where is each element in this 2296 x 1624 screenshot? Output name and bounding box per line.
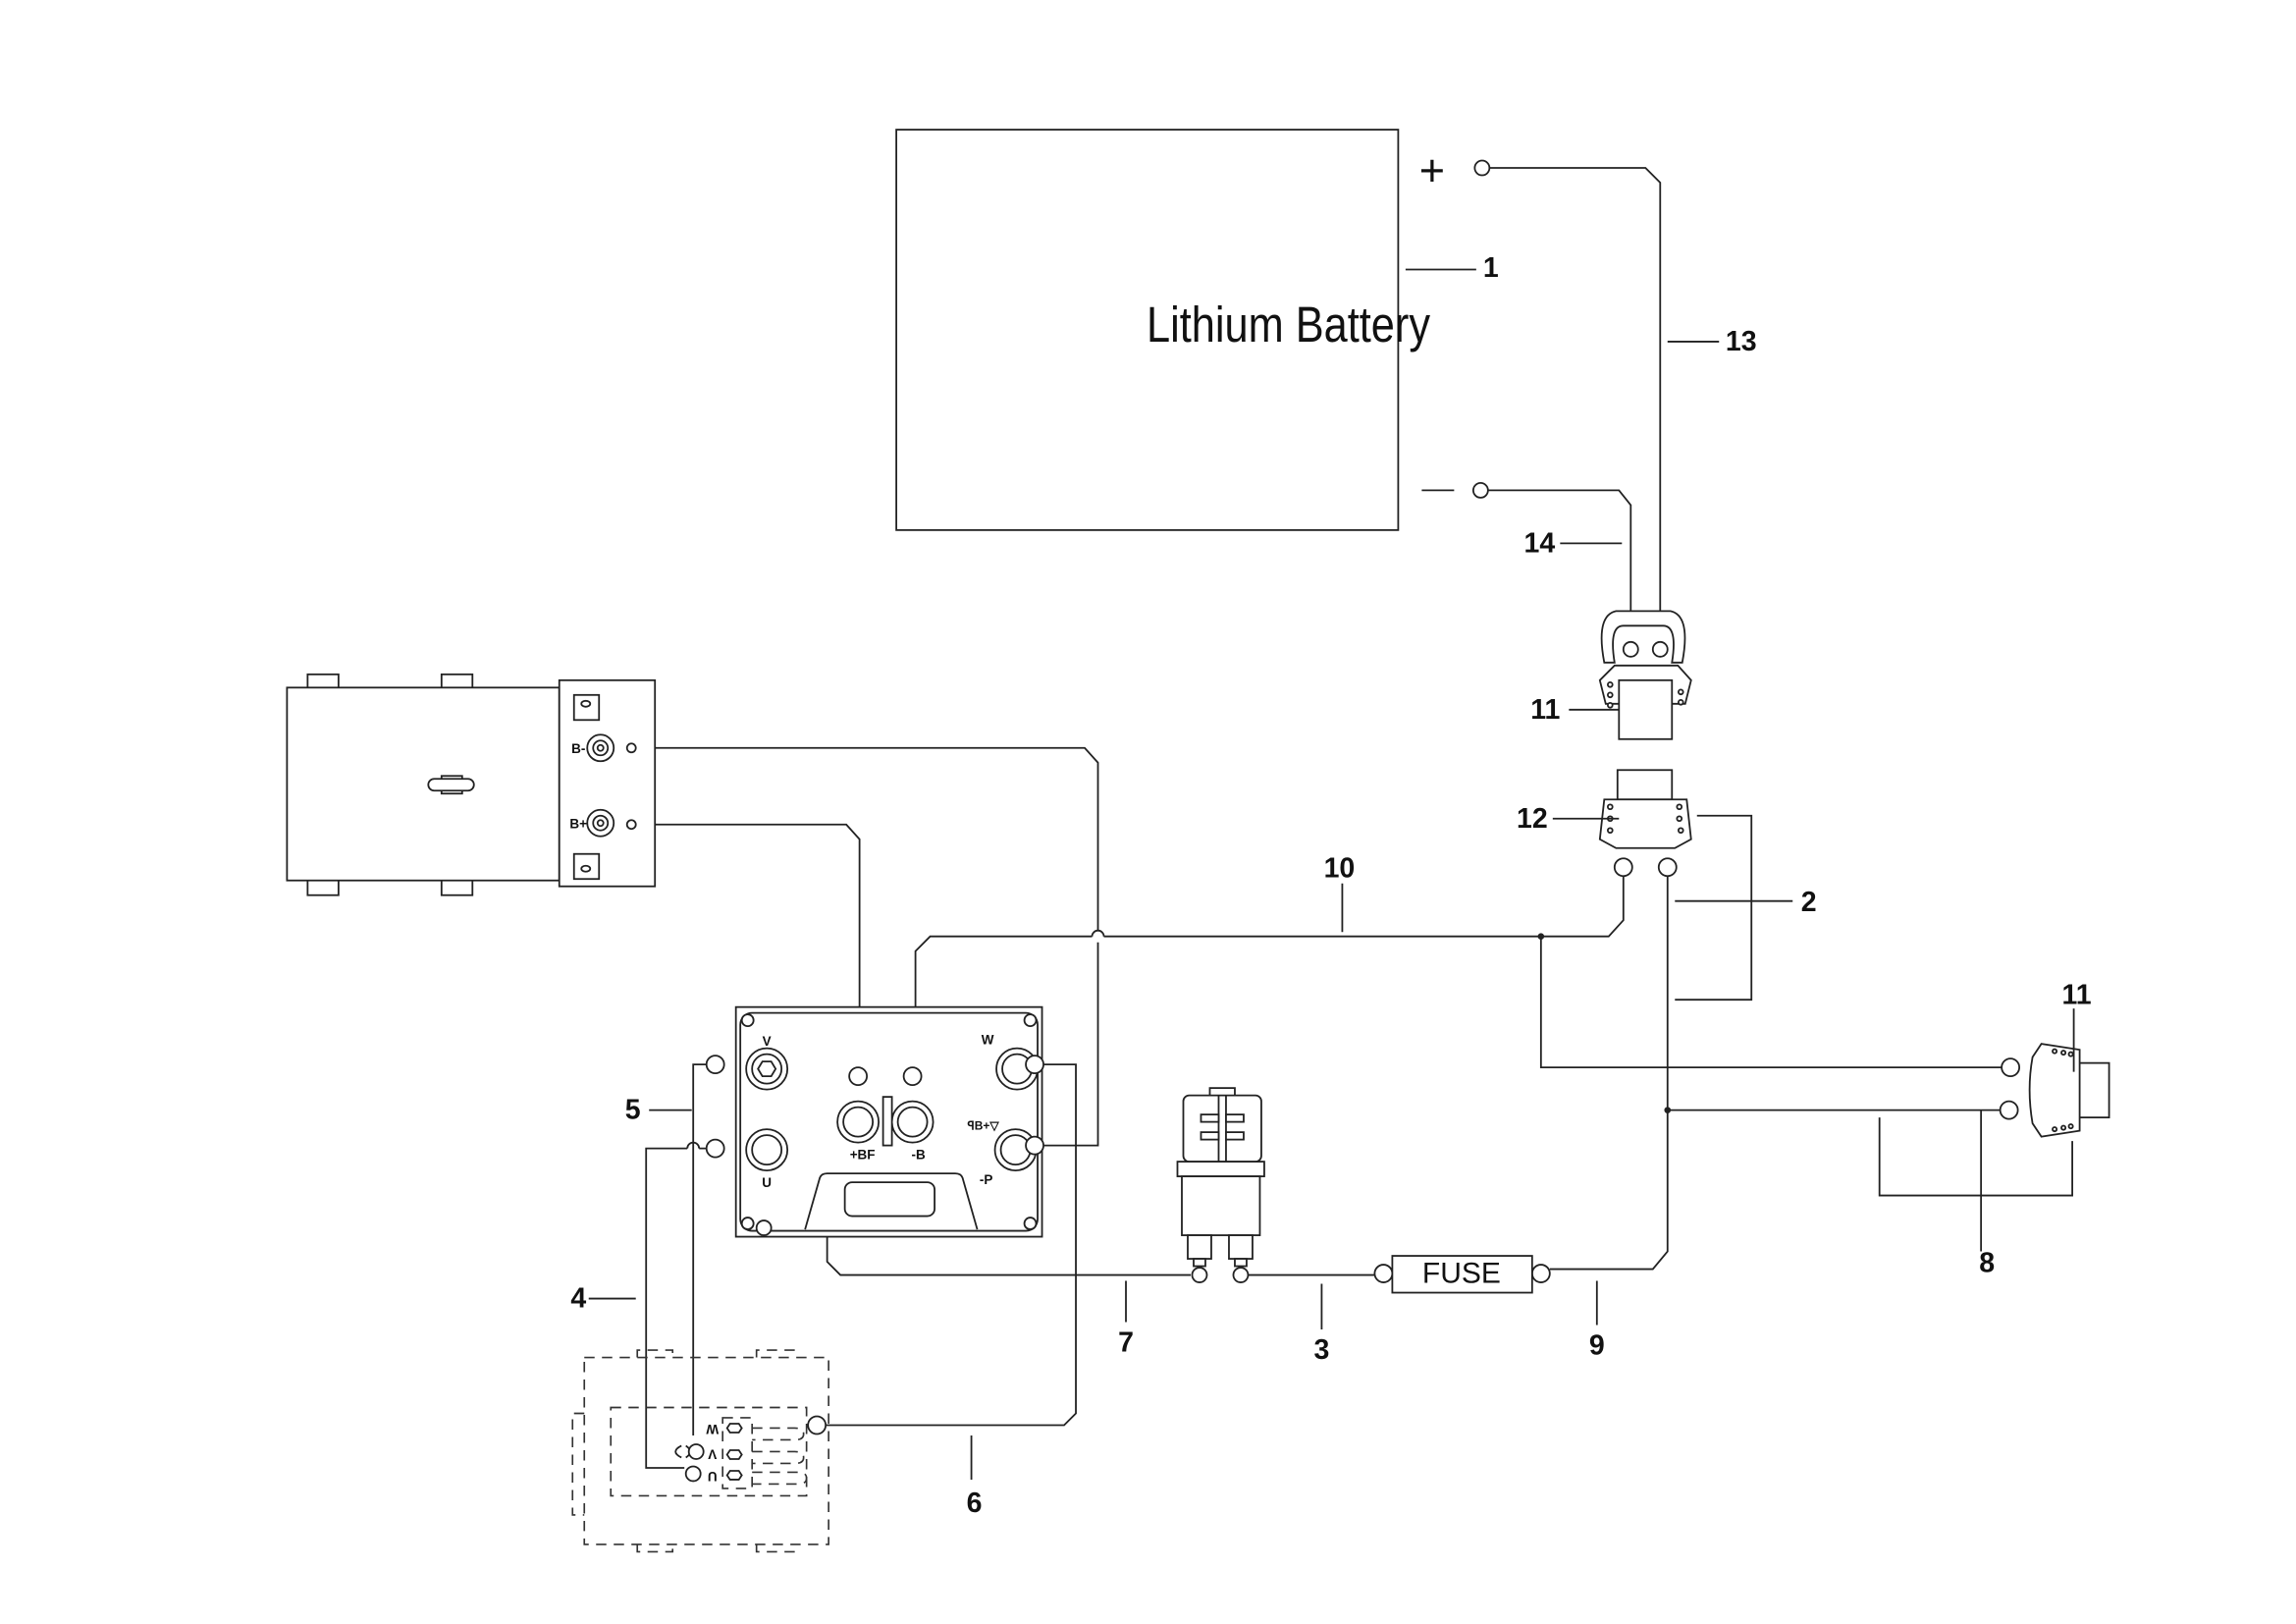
wire-9 [1549,876,1669,1271]
bracket-8 [1878,1117,2073,1197]
callout-10: 10 [1324,853,1356,885]
callout-5: 5 [625,1095,641,1126]
callouts: 1 2 3 4 5 6 7 8 9 10 11 12 13 14 11 [570,252,2091,1519]
callout-9: 9 [1589,1330,1605,1362]
controller-v-label: V [763,1034,772,1049]
controller-bf-plus-label: +BF [850,1148,876,1163]
connector-12 [1598,769,1692,878]
controller-mirrored-mark: ꟼB+▽ [968,1118,1000,1132]
callout-13: 13 [1726,326,1757,357]
wire-4-u [645,1147,707,1469]
controller-p-minus-label: -P [980,1172,992,1187]
battery-minus-terminal [1471,481,1489,499]
callout-3: 3 [1314,1334,1330,1366]
connector-11-battery [1598,610,1692,740]
terminal-v-circle [705,1055,725,1075]
fuse: FUSE [1373,1255,1551,1294]
callout-12: 12 [1517,803,1548,835]
controller-b-minus-label: -B [911,1148,925,1163]
battery-plus-symbol: + [1419,145,1445,195]
contactor [1176,1087,1265,1283]
terminal-b-minus-label: B- [571,741,585,756]
controller-w-label: W [982,1033,994,1048]
wire-2a [1539,936,2002,1069]
callout-1: 1 [1483,252,1499,284]
callout-4: 4 [570,1283,586,1315]
wire-5-v [692,1063,707,1435]
callout-2: 2 [1801,887,1817,918]
controller-u-label: U [762,1175,772,1190]
wire-b-plus [635,823,861,1068]
bracket-2 [1675,814,1753,1001]
lithium-battery: Lithium Battery + [895,129,1491,531]
wires [635,167,2073,1469]
fuse-label: FUSE [1422,1257,1501,1289]
connector-11-charger [1999,1008,2110,1138]
wire-crossover [1091,929,1105,937]
wire-b-minus [637,746,1099,1147]
pump-motor: W V U [571,1349,829,1553]
pump-v-label: V [708,1446,717,1461]
callout-11: 11 [1530,694,1560,726]
terminal-b-plus-label: B+ [569,816,587,831]
battery-title: Lithium Battery [1147,298,1430,353]
battery-plus-terminal [1473,159,1491,177]
callout-8: 8 [1979,1248,1995,1279]
pump-u-label: U [708,1469,718,1484]
pump-w-label: W [706,1422,719,1436]
wire-6 [820,1063,1077,1427]
callout-11-right: 11 [2062,980,2092,1011]
motor-controller: V U W +BF -B -P ꟼB+▽ [705,1005,1044,1238]
callout-6: 6 [967,1488,983,1519]
drive-motor: B- B+ [286,673,657,896]
callout-14: 14 [1523,527,1555,559]
callout-7: 7 [1118,1327,1134,1359]
wire-13 [1489,167,1662,612]
wire-14 [1487,489,1632,612]
